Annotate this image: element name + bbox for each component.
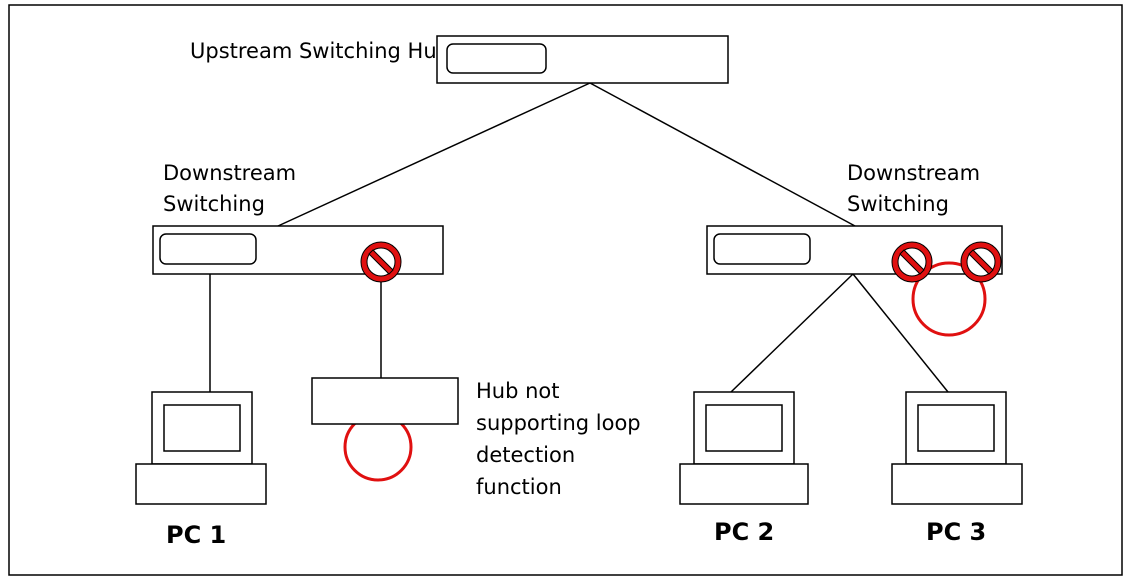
downstream-right-label-1: Downstream: [847, 161, 980, 185]
non-supporting-hub-body: [311, 377, 459, 425]
link-right-to-pc3: [852, 273, 949, 393]
downstream-hub-right: Downstream Switching: [706, 161, 1003, 337]
pc-3: PC 3: [891, 391, 1023, 546]
connections: [209, 82, 949, 393]
downstream-right-label-2: Switching: [847, 192, 949, 216]
upstream-hub-port: [446, 43, 547, 74]
diagram-frame: [8, 4, 1123, 576]
non-supporting-hub-label-4: function: [476, 475, 562, 499]
pc1-base: [135, 463, 267, 505]
block-icon: [891, 241, 933, 283]
link-upstream-to-left: [277, 82, 591, 227]
block-icon: [960, 241, 1002, 283]
downstream-hub-left: Downstream Switching: [152, 161, 444, 283]
non-supporting-hub-label-3: detection: [476, 443, 575, 467]
downstream-left-label-2: Switching: [163, 192, 265, 216]
pc2-screen: [705, 404, 783, 452]
link-right-to-pc2: [730, 273, 854, 393]
pc-2: PC 2: [679, 391, 809, 546]
pc3-base: [891, 463, 1023, 505]
link-upstream-to-right: [589, 82, 856, 227]
upstream-hub: Upstream Switching Hub: [190, 35, 729, 84]
non-supporting-hub-label-2: supporting loop: [476, 411, 641, 435]
pc1-label: PC 1: [166, 521, 226, 549]
pc2-label: PC 2: [714, 518, 774, 546]
pc-1: PC 1: [135, 391, 267, 549]
downstream-right-port: [713, 233, 811, 265]
non-supporting-hub: Hub not supporting loop detection functi…: [311, 377, 641, 499]
upstream-hub-label: Upstream Switching Hub: [190, 39, 450, 63]
non-supporting-hub-label-1: Hub not: [476, 379, 560, 403]
pc3-screen: [917, 404, 995, 452]
pc2-base: [679, 463, 809, 505]
downstream-left-label-1: Downstream: [163, 161, 296, 185]
block-icon: [360, 241, 402, 283]
pc1-screen: [163, 404, 241, 452]
loop-cable-right: [911, 261, 987, 337]
downstream-left-port: [159, 233, 257, 265]
pc3-label: PC 3: [926, 518, 986, 546]
